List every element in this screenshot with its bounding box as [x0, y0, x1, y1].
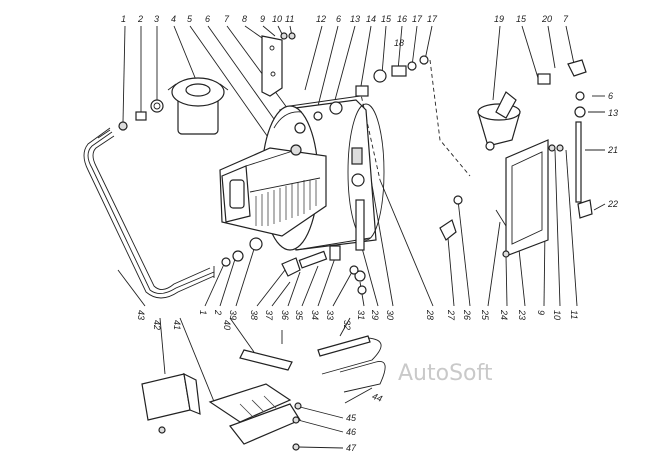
callout-38: 38 [249, 310, 259, 320]
callout-10: 10 [272, 14, 282, 24]
callout-8: 8 [242, 14, 247, 24]
callout-32: 32 [342, 320, 352, 330]
callout-10-bottom: 10 [552, 310, 562, 320]
callout-6-right: 6 [608, 91, 613, 101]
callout-5: 5 [187, 14, 193, 24]
fittings-top-right [355, 55, 429, 97]
callouts-right: 6 13 21 22 [607, 91, 618, 209]
callout-22: 22 [607, 199, 618, 209]
callout-4: 4 [171, 14, 176, 24]
callout-11: 11 [285, 14, 294, 24]
callout-45: 45 [346, 413, 357, 423]
callout-7b: 7 [563, 14, 569, 24]
callout-15: 15 [381, 14, 392, 24]
callout-17b: 17 [427, 14, 438, 24]
lower-parts [141, 330, 386, 451]
callout-35: 35 [294, 310, 304, 321]
callout-24: 24 [499, 309, 509, 320]
callout-44: 44 [371, 391, 384, 404]
callout-6: 6 [205, 14, 210, 24]
callout-9: 9 [260, 14, 265, 24]
callout-43: 43 [136, 310, 146, 320]
callout-26: 26 [462, 309, 472, 320]
callout-1: 1 [121, 14, 126, 24]
callout-17: 17 [412, 14, 423, 24]
callout-47: 47 [346, 443, 357, 453]
callout-37: 37 [264, 310, 274, 321]
callout-30: 30 [385, 310, 395, 320]
callout-28: 28 [425, 309, 435, 320]
callout-13: 13 [350, 14, 360, 24]
callout-19: 19 [494, 14, 504, 24]
pump-block [219, 122, 327, 237]
callout-2-bottom: 2 [213, 309, 223, 315]
callout-16: 16 [397, 14, 407, 24]
fuel-filter [167, 77, 229, 135]
callout-31: 31 [356, 310, 366, 320]
mounting-bracket [261, 32, 296, 97]
callout-36: 36 [280, 310, 290, 320]
callout-11-bottom: 11 [569, 310, 579, 319]
fittings-middle [221, 195, 510, 295]
watermark: AutoSoft [398, 361, 493, 386]
callout-40: 40 [222, 320, 232, 330]
callout-29: 29 [370, 309, 380, 320]
callout-21: 21 [607, 145, 618, 155]
callout-7: 7 [224, 14, 230, 24]
callout-23: 23 [517, 309, 527, 320]
callout-15b: 15 [516, 14, 527, 24]
fuel-hose-outline [83, 127, 215, 299]
callouts-top: 1 2 3 4 5 6 7 8 9 10 11 12 6 13 14 15 16… [121, 14, 569, 48]
callout-39: 39 [228, 310, 238, 320]
callout-3: 3 [154, 14, 159, 24]
fuel-hose [87, 131, 215, 294]
callout-20: 20 [541, 14, 552, 24]
callout-46: 46 [346, 427, 356, 437]
callout-41: 41 [172, 320, 182, 330]
burner-cup [477, 59, 593, 219]
callout-27: 27 [446, 309, 456, 321]
callout-1-bottom: 1 [198, 310, 208, 315]
callout-12: 12 [316, 14, 326, 24]
callout-25: 25 [480, 309, 490, 321]
callout-9-bottom: 9 [536, 310, 546, 315]
callout-42: 42 [152, 320, 162, 330]
mounting-plate [505, 139, 564, 257]
callout-6b: 6 [336, 14, 341, 24]
fittings-left [118, 99, 164, 131]
callout-2: 2 [137, 14, 143, 24]
callout-14: 14 [366, 14, 376, 24]
callouts-bottom: 43 1 2 39 38 37 36 35 34 33 31 29 30 28 … [136, 309, 579, 453]
callout-13-right: 13 [608, 108, 618, 118]
callout-33: 33 [325, 310, 335, 320]
callout-18: 18 [394, 38, 404, 48]
callout-34: 34 [310, 310, 320, 320]
